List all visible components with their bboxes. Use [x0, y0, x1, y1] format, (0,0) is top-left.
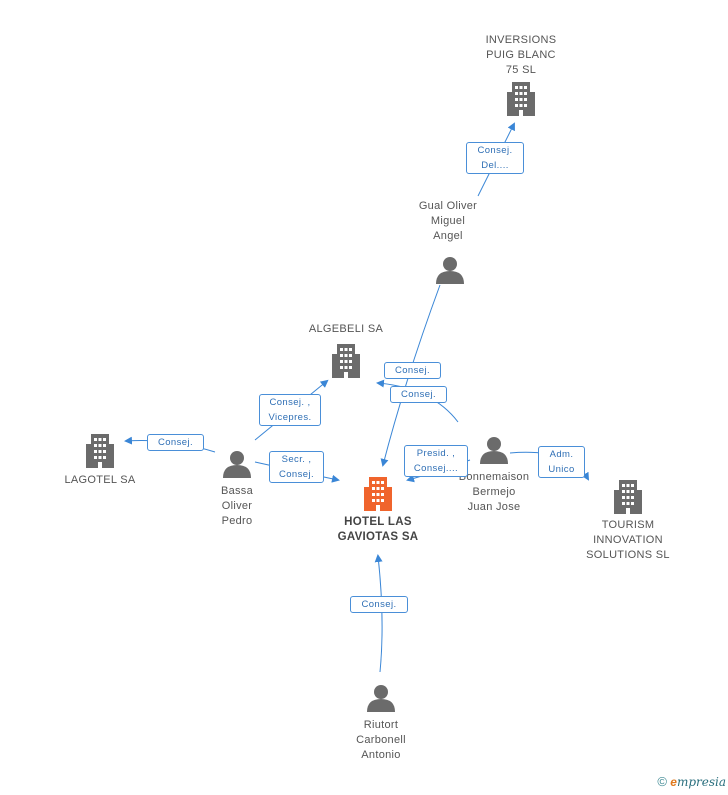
label-line: Angel [433, 230, 463, 242]
node-label: INVERSIONS PUIG BLANC 75 SL [466, 33, 576, 78]
node-tourism-innovation-solutions[interactable]: TOURISM INNOVATION SOLUTIONS SL [576, 480, 680, 563]
node-label: ALGEBELI SA [298, 322, 394, 337]
edge-label-line: Del.... [481, 160, 509, 171]
brand-logo-text: mpresia [676, 775, 726, 789]
edge-label-line: Consej. [361, 599, 397, 610]
node-label: LAGOTEL SA [52, 473, 148, 488]
node-gual-oliver-miguel-angel[interactable]: Gual Oliver Miguel Angel [398, 199, 498, 284]
label-line: INNOVATION [593, 534, 663, 546]
node-inversions-puig-blanc[interactable]: INVERSIONS PUIG BLANC 75 SL [466, 33, 576, 116]
building-icon [86, 434, 114, 468]
node-label: Riutort Carbonell Antonio [336, 718, 426, 763]
label-line: ALGEBELI SA [308, 323, 384, 335]
label-line: Carbonell [356, 734, 406, 746]
node-label: HOTEL LAS GAVIOTAS SA [322, 515, 434, 545]
edge-label-line: Presid. , [416, 448, 456, 459]
edge-riutort-hotel [374, 554, 383, 673]
node-label: Gual Oliver Miguel Angel [398, 199, 498, 244]
node-bonnemaison-bermejo-juan-jose[interactable]: Bonnemaison Bermejo Juan Jose [442, 436, 546, 515]
footer-brand[interactable]: © empresia [657, 774, 726, 789]
label-line: Oliver [221, 500, 253, 512]
edge-label-line: Secr. , [281, 454, 312, 465]
edge-label-bassa-hotel[interactable]: Secr. , Consej. [269, 451, 324, 483]
building-icon [332, 344, 360, 378]
node-algebeli[interactable]: ALGEBELI SA [298, 322, 394, 378]
edge-label-line: Adm. [549, 449, 574, 460]
building-icon [364, 477, 392, 511]
building-icon [614, 480, 642, 514]
edge-label-gual-inversions[interactable]: Consej. Del.... [466, 142, 524, 174]
node-bassa-oliver-pedro[interactable]: Bassa Oliver Pedro [196, 450, 278, 529]
edge-label-line: Consej. [477, 145, 513, 156]
label-line: HOTEL LAS [344, 516, 412, 528]
person-icon [480, 437, 508, 464]
label-line: Riutort [363, 719, 399, 731]
node-hotel-las-gaviotas[interactable]: HOTEL LAS GAVIOTAS SA [322, 477, 434, 545]
brand-logo-e: e [670, 775, 677, 789]
label-line: 75 SL [505, 64, 537, 76]
edge-label-bassa-lagotel[interactable]: Consej. [147, 434, 204, 451]
edge-label-line: Consej. [157, 437, 193, 448]
person-icon [223, 451, 251, 478]
label-line: PUIG BLANC [486, 49, 556, 61]
label-line: Pedro [221, 515, 253, 527]
edge-label-line: Vicepres. [268, 412, 312, 423]
building-icon [507, 82, 535, 116]
edge-label-bassa-algebeli[interactable]: Consej. , Vicepres. [259, 394, 321, 426]
label-line: Bassa [220, 485, 254, 497]
edge-label-gual-hotel[interactable]: Consej. [384, 362, 441, 379]
label-line: INVERSIONS [485, 34, 557, 46]
label-line: LAGOTEL SA [64, 474, 136, 486]
node-label: Bassa Oliver Pedro [196, 484, 278, 529]
edge-label-line: Consej.... [413, 463, 459, 474]
person-icon [367, 685, 395, 712]
label-line: Antonio [361, 749, 401, 761]
person-icon [436, 257, 464, 284]
edge-label-line: Unico [548, 464, 575, 475]
label-line: Bermejo [472, 486, 516, 498]
edge-label-line: Consej. [278, 469, 314, 480]
node-lagotel[interactable]: LAGOTEL SA [52, 434, 148, 488]
copyright-symbol: © [657, 774, 667, 789]
label-line: GAVIOTAS SA [337, 531, 419, 543]
label-line: SOLUTIONS SL [586, 549, 670, 561]
edge-label-line: Consej. , [269, 397, 311, 408]
label-line: Gual Oliver [418, 200, 478, 212]
label-line: Bonnemaison [458, 471, 530, 483]
edge-label-bonnemaison-hotel[interactable]: Presid. , Consej.... [404, 445, 468, 477]
node-riutort-carbonell-antonio[interactable]: Riutort Carbonell Antonio [336, 684, 426, 763]
edge-label-bonnemaison-algebeli[interactable]: Consej. [390, 386, 447, 403]
edge-label-line: Consej. [400, 389, 436, 400]
label-line: Juan Jose [467, 501, 521, 513]
label-line: TOURISM [601, 519, 655, 531]
node-label: TOURISM INNOVATION SOLUTIONS SL [576, 518, 680, 563]
edge-label-bonnemaison-tourism[interactable]: Adm. Unico [538, 446, 585, 478]
label-line: Miguel [430, 215, 466, 227]
node-label: Bonnemaison Bermejo Juan Jose [442, 470, 546, 515]
edge-label-riutort-hotel[interactable]: Consej. [350, 596, 408, 613]
edge-label-line: Consej. [394, 365, 430, 376]
